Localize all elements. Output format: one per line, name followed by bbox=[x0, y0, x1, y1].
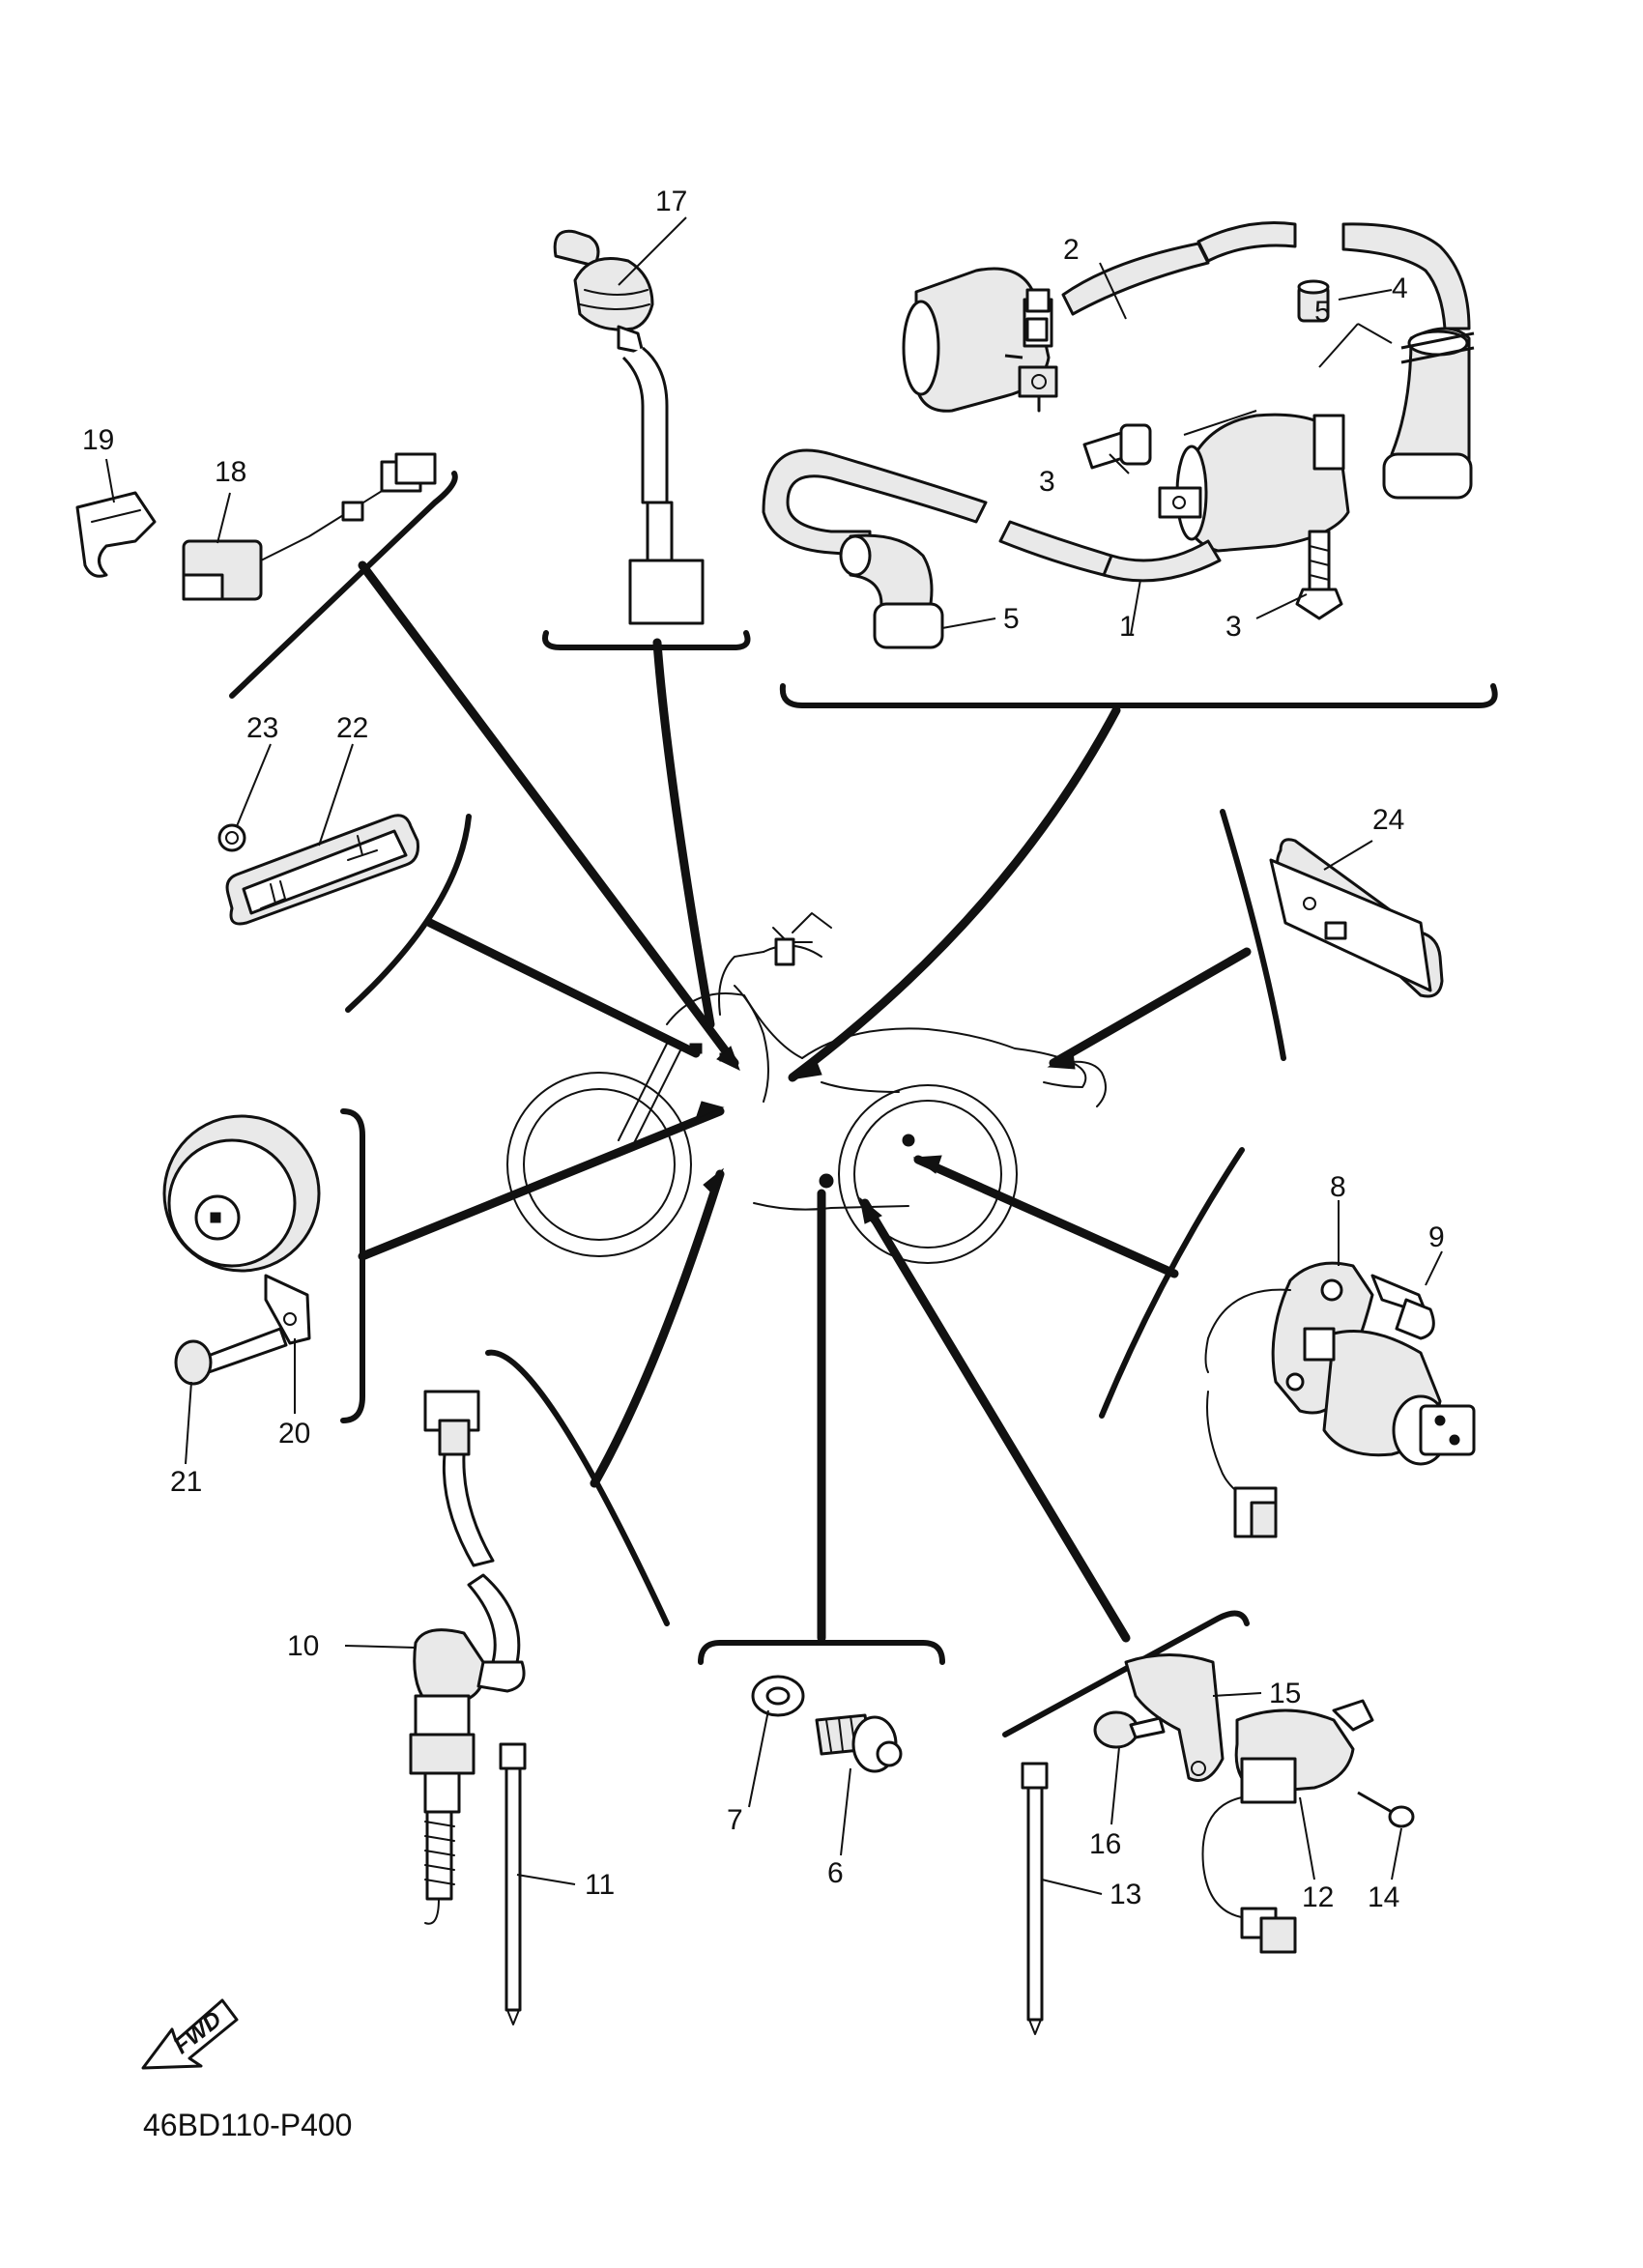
callout-1: 1 bbox=[1119, 611, 1136, 643]
callout-12: 12 bbox=[1302, 1881, 1334, 1913]
callout-13: 13 bbox=[1110, 1879, 1141, 1910]
callout-3-upper: 3 bbox=[1039, 466, 1055, 498]
callout-22: 22 bbox=[336, 712, 368, 744]
switch-17 bbox=[553, 229, 705, 625]
bracket-12-16 bbox=[1002, 1610, 1250, 1737]
leader-4 bbox=[1338, 289, 1393, 301]
leader-16 bbox=[1110, 1746, 1120, 1825]
callout-5-upper: 5 bbox=[1314, 296, 1331, 328]
leader-19 bbox=[105, 458, 115, 503]
callout-2: 2 bbox=[1063, 234, 1080, 266]
callout-18: 18 bbox=[215, 456, 246, 488]
forward-direction-arrow: FWD bbox=[141, 1998, 239, 2070]
motorcycle-silhouette bbox=[506, 912, 1107, 1264]
leader-lines bbox=[105, 216, 1443, 1895]
connector-line-18-19 bbox=[358, 560, 739, 1068]
reflector-24 bbox=[1269, 838, 1444, 998]
connector-line-22-23 bbox=[425, 918, 701, 1058]
callout-23: 23 bbox=[246, 712, 278, 744]
leader-12 bbox=[1299, 1796, 1315, 1880]
leader-1 bbox=[1130, 579, 1141, 636]
callout-21: 21 bbox=[170, 1466, 202, 1498]
bracket-18-19 bbox=[229, 471, 458, 699]
callout-5-lower: 5 bbox=[1003, 603, 1020, 635]
leader-5b-a bbox=[1318, 323, 1359, 368]
callout-16: 16 bbox=[1089, 1828, 1121, 1860]
connector-lines bbox=[358, 560, 1252, 1643]
sensor-10-11 bbox=[409, 1390, 527, 2025]
group-brackets bbox=[229, 471, 1498, 1737]
leader-24 bbox=[1323, 840, 1373, 871]
connector-line-24 bbox=[1049, 947, 1252, 1068]
callout-15: 15 bbox=[1269, 1678, 1301, 1709]
leader-5b-b bbox=[1357, 323, 1393, 344]
bracket-20-21 bbox=[340, 1108, 365, 1423]
switch-12-16 bbox=[1021, 1653, 1415, 2035]
bracket-8-9 bbox=[1099, 1147, 1245, 1419]
leader-3a bbox=[1109, 453, 1130, 474]
bracket-24 bbox=[1220, 809, 1286, 1061]
callout-9: 9 bbox=[1428, 1221, 1445, 1253]
callout-numbers: 1 2 3 3 4 5 5 6 7 8 9 10 11 12 13 14 15 … bbox=[82, 186, 1445, 1913]
ignition-coil-group bbox=[762, 221, 1475, 649]
callout-8: 8 bbox=[1330, 1171, 1346, 1203]
reflector-22-23 bbox=[217, 814, 419, 926]
fwd-arrow-icon bbox=[141, 1998, 239, 2070]
bracket-6-7 bbox=[698, 1640, 945, 1665]
leader-15 bbox=[1212, 1692, 1262, 1697]
connector-line-17 bbox=[652, 638, 715, 1029]
leader-18 bbox=[216, 492, 231, 544]
connector-line-20-21 bbox=[358, 1106, 725, 1261]
connector-line-8-9 bbox=[913, 1155, 1179, 1278]
leader-23 bbox=[236, 743, 272, 827]
leader-7 bbox=[748, 1709, 769, 1808]
leader-9 bbox=[1425, 1250, 1443, 1286]
leader-22 bbox=[318, 743, 354, 847]
leader-3b bbox=[1255, 593, 1308, 619]
main-switch-8-9 bbox=[1204, 1261, 1476, 1538]
leader-14 bbox=[1391, 1827, 1402, 1880]
callout-4: 4 bbox=[1392, 273, 1408, 304]
leader-13 bbox=[1041, 1879, 1103, 1895]
leader-21 bbox=[185, 1381, 192, 1465]
leader-17 bbox=[618, 216, 687, 286]
connector-line-10-11 bbox=[590, 1169, 725, 1488]
callout-7: 7 bbox=[727, 1804, 743, 1836]
callout-14: 14 bbox=[1368, 1881, 1399, 1913]
callout-3-lower: 3 bbox=[1225, 611, 1242, 643]
callout-11: 11 bbox=[585, 1869, 615, 1901]
switch-6-7 bbox=[751, 1675, 903, 1773]
connector-line-1-5 bbox=[788, 705, 1121, 1082]
connector-line-12-16 bbox=[860, 1198, 1131, 1643]
callout-24: 24 bbox=[1372, 804, 1404, 836]
callout-17: 17 bbox=[655, 186, 687, 217]
callout-10: 10 bbox=[287, 1630, 319, 1662]
callout-20: 20 bbox=[278, 1418, 310, 1450]
leader-2 bbox=[1099, 262, 1127, 320]
leader-5a bbox=[941, 617, 996, 629]
leader-10 bbox=[344, 1645, 417, 1649]
bracket-22-23 bbox=[345, 814, 472, 1013]
bracket-17 bbox=[542, 630, 751, 650]
bracket-10-11 bbox=[485, 1349, 670, 1626]
diagram-code: 46BD110-P400 bbox=[143, 2108, 352, 2142]
leader-11 bbox=[516, 1874, 576, 1885]
relay-18-19 bbox=[75, 452, 437, 601]
callout-6: 6 bbox=[827, 1857, 844, 1889]
bracket-1-5 bbox=[779, 683, 1498, 708]
callout-19: 19 bbox=[82, 424, 114, 456]
horn-20-21 bbox=[162, 1114, 321, 1386]
leader-6 bbox=[840, 1767, 851, 1856]
leader-5b-dash bbox=[1183, 410, 1257, 436]
